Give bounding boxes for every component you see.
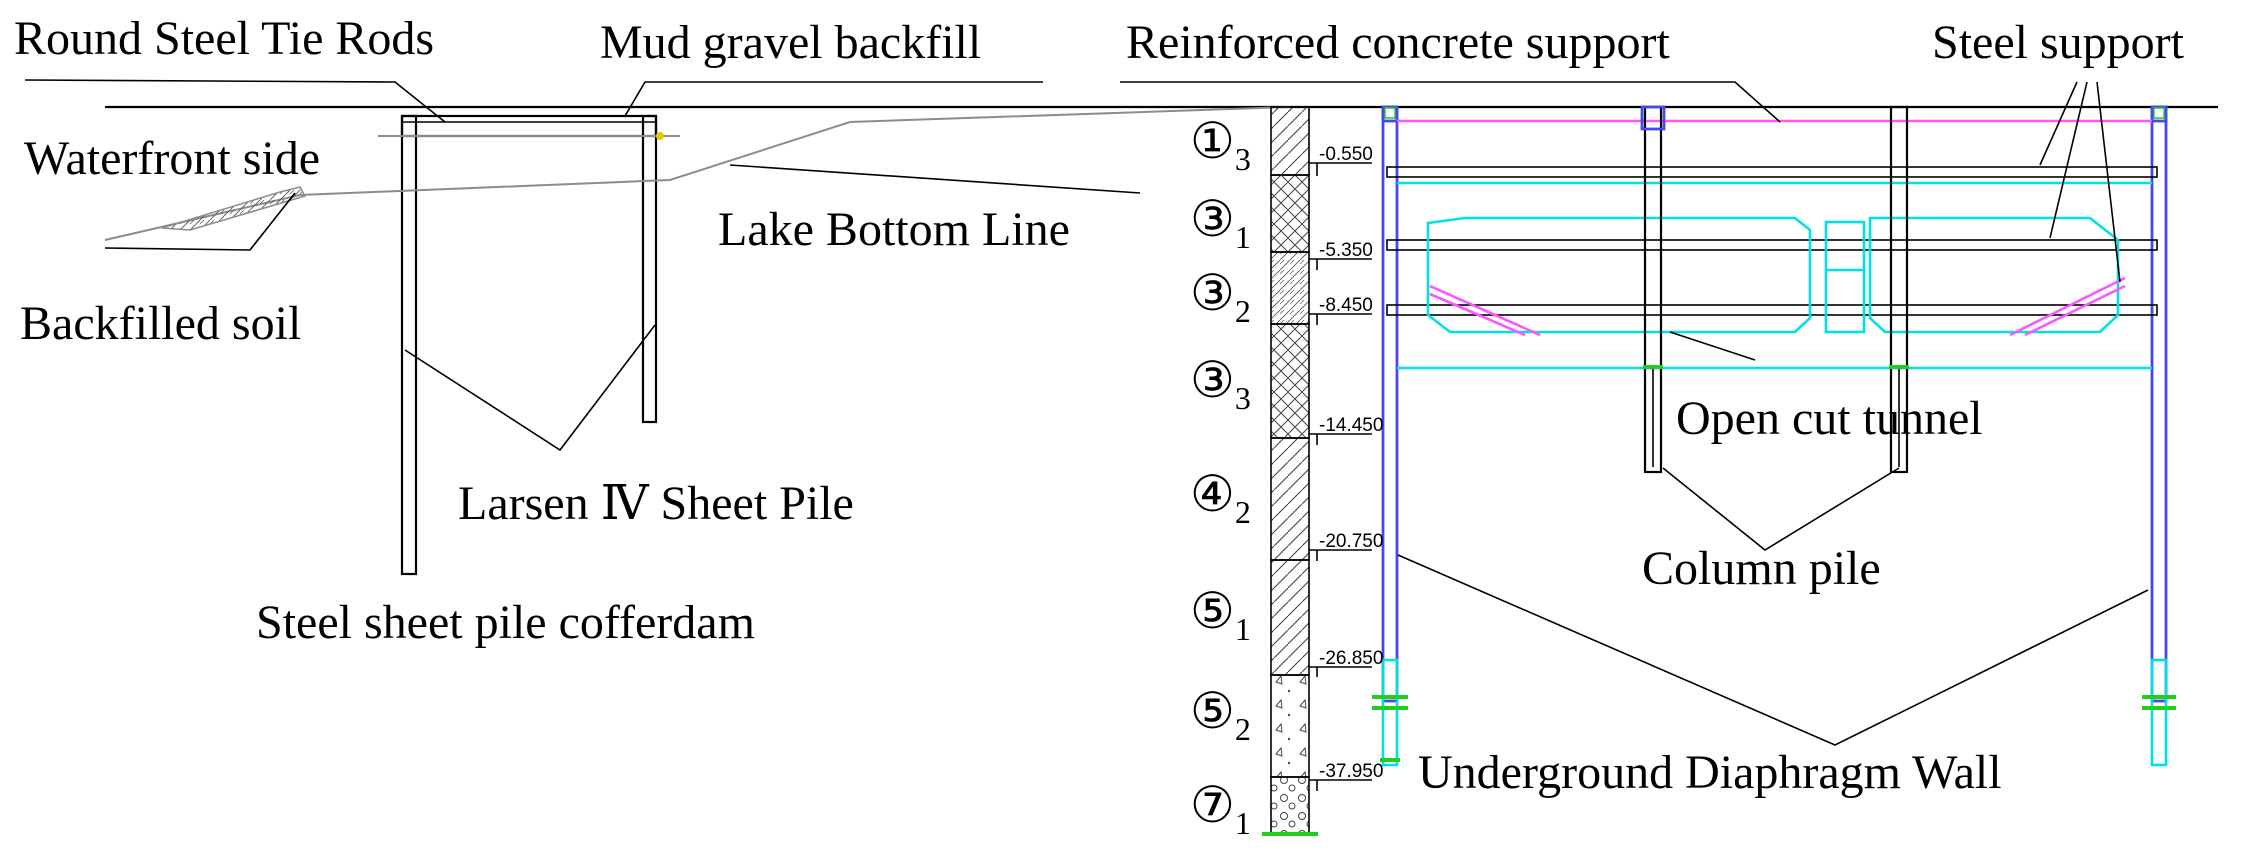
label-steel-support: Steel support [1932, 16, 2185, 69]
label-column-pile: Column pile [1642, 542, 1881, 595]
label-steel-sheet-pile-cofferdam: Steel sheet pile cofferdam [256, 596, 755, 649]
soil-layer-3-3 [1270, 323, 1310, 439]
svg-text:⑤2: ⑤2 [1190, 683, 1251, 747]
leader-lines-left [24, 79, 1141, 452]
soil-layer-4-2 [1270, 437, 1310, 561]
svg-text:-0.550: -0.550 [1319, 144, 1373, 165]
soil-layer-5-1 [1270, 559, 1310, 676]
svg-text:-8.450: -8.450 [1319, 295, 1373, 316]
svg-text:⑦1: ⑦1 [1190, 777, 1251, 841]
svg-text:⑤1: ⑤1 [1190, 583, 1251, 647]
soil-layer-3-1 [1270, 174, 1310, 253]
svg-text:①3: ①3 [1190, 113, 1251, 177]
label-mud-gravel-backfill: Mud gravel backfill [600, 16, 981, 69]
backfilled-soil-hatch [161, 186, 307, 231]
label-lake-bottom-line: Lake Bottom Line [718, 203, 1070, 256]
soil-column [1262, 106, 1318, 836]
sheet-pile-right [641, 114, 658, 424]
svg-text:③1: ③1 [1190, 191, 1251, 255]
open-cut-tunnel [1426, 216, 2120, 334]
tie-anchor-marker [656, 132, 664, 140]
label-waterfront-side: Waterfront side [24, 132, 320, 185]
steel-support-2 [1386, 239, 2158, 251]
steel-support-1 [1386, 166, 2158, 178]
elevation-ticks [1309, 162, 1372, 791]
label-round-steel-tie-rods: Round Steel Tie Rods [14, 12, 434, 65]
svg-text:④2: ④2 [1190, 466, 1251, 530]
soil-layer-labels: ①3 ③1 ③2 ③3 ④2 ⑤1 ⑤2 ⑦1 [1190, 113, 1251, 841]
svg-text:-20.750: -20.750 [1319, 531, 1383, 552]
diaphragm-wall-left [1381, 105, 1399, 703]
column-pile-right [1889, 105, 1909, 474]
leader-lines-right [1120, 81, 2149, 746]
soil-layer-1-3 [1270, 106, 1310, 176]
label-underground-diaphragm-wall: Underground Diaphragm Wall [1418, 746, 2002, 799]
svg-text:-14.450: -14.450 [1319, 415, 1383, 436]
soil-layer-7-1 [1270, 776, 1310, 835]
label-backfilled-soil: Backfilled soil [20, 297, 301, 350]
label-larsen-sheet-pile: Larsen Ⅳ Sheet Pile [458, 477, 854, 530]
foundation-pit [1372, 105, 2176, 767]
svg-text:-5.350: -5.350 [1319, 240, 1373, 261]
svg-text:③3: ③3 [1190, 352, 1251, 416]
diaphragm-wall-right [2150, 105, 2168, 703]
elevation-labels: -0.550 -5.350 -8.450 -14.450 -20.750 -26… [1319, 144, 1383, 782]
steel-support-3 [1386, 304, 2158, 316]
svg-text:-26.850: -26.850 [1319, 648, 1383, 669]
svg-text:-37.950: -37.950 [1319, 761, 1383, 782]
label-open-cut-tunnel: Open cut tunnel [1676, 392, 1983, 445]
label-reinforced-concrete-support: Reinforced concrete support [1126, 16, 1670, 69]
svg-text:③2: ③2 [1190, 265, 1251, 329]
soil-layer-5-2 [1270, 674, 1310, 778]
sheet-pile-left [400, 114, 418, 576]
soil-layer-3-2 [1270, 251, 1310, 325]
